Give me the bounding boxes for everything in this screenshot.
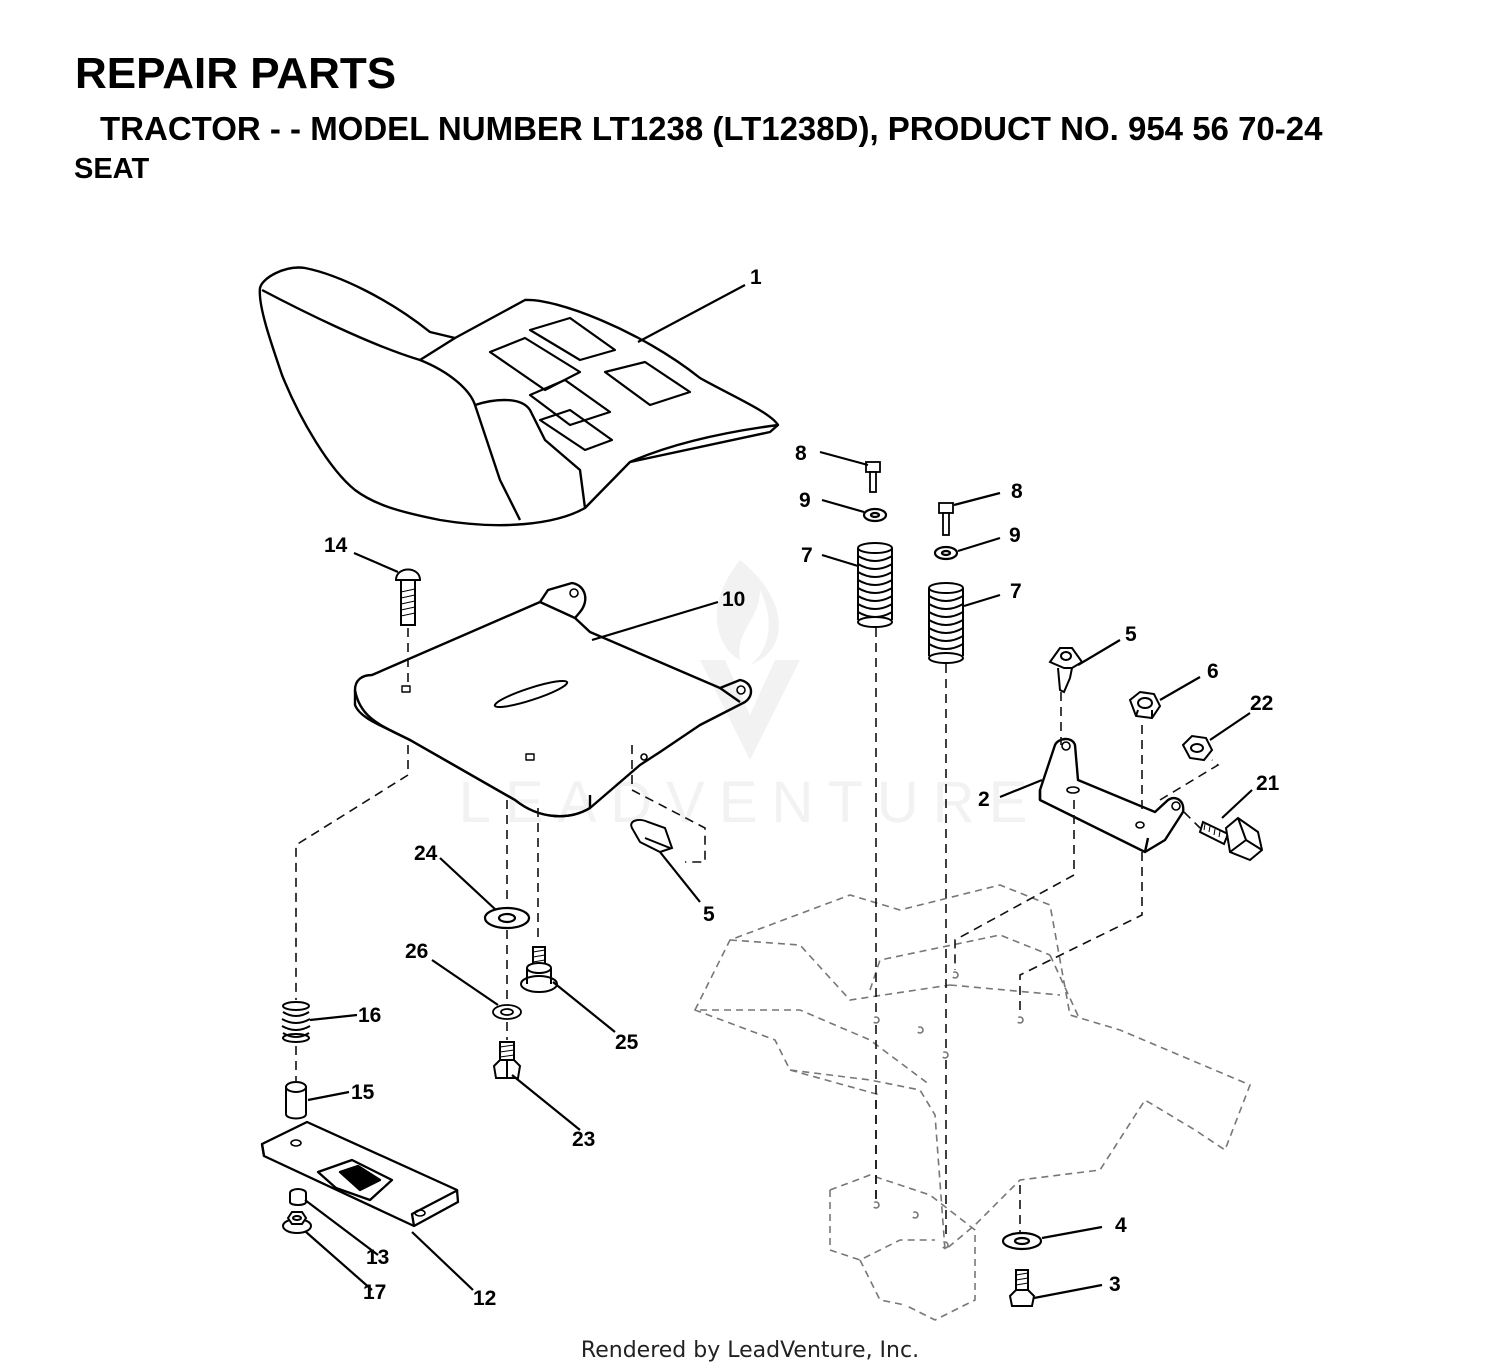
callout-9-right: 9 <box>1009 524 1021 547</box>
callout-4: 4 <box>1115 1214 1127 1237</box>
washer-part-4 <box>1001 1231 1043 1251</box>
callout-22: 22 <box>1250 692 1273 715</box>
slide-plate-part-12 <box>260 1120 460 1228</box>
nut-part-22 <box>1181 734 1214 762</box>
clip-part-5-lower <box>630 819 674 854</box>
callout-6: 6 <box>1207 660 1219 683</box>
assembly-lines <box>295 628 1220 1240</box>
model-subtitle: TRACTOR - - MODEL NUMBER LT1238 (LT1238D… <box>100 110 1323 147</box>
callout-5-upper: 5 <box>1125 623 1137 646</box>
page-title: REPAIR PARTS <box>75 49 397 98</box>
render-credit: Rendered by LeadVenture, Inc. <box>580 1338 920 1363</box>
seat-part-1 <box>258 266 780 527</box>
callout-8-right: 8 <box>1011 480 1023 503</box>
spring-part-7-right <box>928 582 964 664</box>
callout-12: 12 <box>473 1287 496 1310</box>
callout-5-lower: 5 <box>703 903 715 926</box>
hex-bolt-part-23 <box>492 1041 522 1079</box>
callout-7-left: 7 <box>801 544 813 567</box>
nut-part-6 <box>1128 690 1162 720</box>
callout-2: 2 <box>978 788 990 811</box>
callout-7-right: 7 <box>1010 580 1022 603</box>
spacer-part-15 <box>285 1081 307 1120</box>
bolt-part-8-left <box>865 461 881 493</box>
callout-14: 14 <box>324 534 348 557</box>
flange-nut-part-17 <box>282 1211 312 1234</box>
fender-phantom-outline <box>693 884 1252 1321</box>
seat-pan-part-10 <box>353 581 753 818</box>
spring-part-7-left <box>857 542 893 628</box>
callout-10: 10 <box>722 588 745 611</box>
leader-lines <box>304 284 1253 1300</box>
callout-9-left: 9 <box>799 489 811 512</box>
callout-24: 24 <box>414 842 438 865</box>
bracket-part-2 <box>1038 737 1185 854</box>
watermark: LEADVENTURE <box>459 560 1042 835</box>
washer-part-9-right <box>933 545 959 561</box>
callout-1: 1 <box>750 266 762 289</box>
callout-3: 3 <box>1109 1273 1121 1296</box>
callout-17: 17 <box>363 1281 386 1304</box>
callout-8-left: 8 <box>795 442 807 465</box>
callout-16: 16 <box>358 1004 381 1027</box>
bolt-part-8-right <box>938 502 954 536</box>
washer-part-24 <box>483 906 531 930</box>
hex-bolt-part-3 <box>1008 1269 1036 1307</box>
lock-washer-part-26 <box>492 1004 522 1020</box>
shoulder-bolt-part-21 <box>1198 816 1264 862</box>
shoulder-bolt-part-25 <box>520 946 558 993</box>
callout-23: 23 <box>572 1128 595 1151</box>
callout-26: 26 <box>405 940 428 963</box>
callout-25: 25 <box>615 1031 639 1054</box>
callout-15: 15 <box>351 1081 375 1104</box>
watermark-text: LEADVENTURE <box>459 770 1042 835</box>
spring-part-16 <box>281 1001 311 1043</box>
clip-part-5-upper <box>1048 647 1084 694</box>
washer-part-9-left <box>862 507 888 523</box>
carriage-bolt-part-14 <box>394 568 422 626</box>
spacer-part-13 <box>289 1188 307 1206</box>
section-title: SEAT <box>74 153 150 185</box>
callout-21: 21 <box>1256 772 1280 795</box>
callout-13: 13 <box>366 1246 389 1269</box>
